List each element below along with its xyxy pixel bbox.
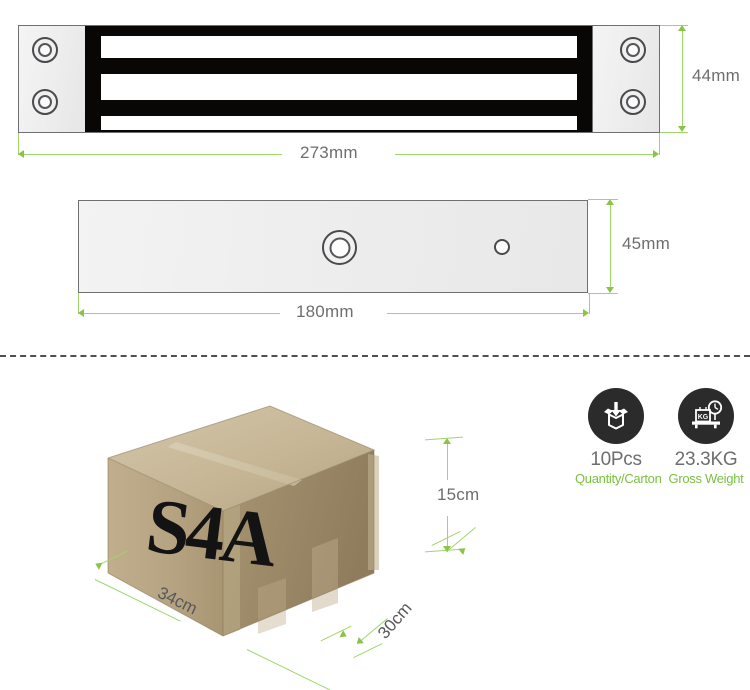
magnet-body [85,25,593,133]
pin-hole-icon [494,239,510,255]
weighing-scale-icon: KG [678,388,734,444]
carton-length-dimension: 34cm [93,545,355,690]
side-view-drawing [78,200,588,293]
spec-quantity-per-carton: 10Pcs Quantity/Carton [575,388,662,488]
front-view-width-label: 273mm [300,143,358,162]
screw-hole-icon [620,89,646,115]
side-view-width-dimension: 180mm [74,293,594,329]
magnet-slot [101,116,577,130]
magnet-slot [101,74,577,100]
spec-weight-caption: Gross Weight [668,470,744,486]
carton-height-dimension: 15cm [425,430,515,560]
screw-hole-icon [620,37,646,63]
front-view-drawing [18,25,660,133]
spec-gross-weight: KG 23.3KG Gross Weight [665,388,747,488]
section-divider [0,355,750,357]
spec-quantity-caption: Quantity/Carton [575,470,662,486]
side-view-height-dimension: 45mm [588,199,683,295]
spec-quantity-value: 10Pcs [590,449,642,470]
carton-length-label: 34cm [154,583,201,619]
magnet-slot [101,36,577,58]
mounting-plate-left [18,25,86,133]
side-view-height-label: 45mm [622,234,671,253]
box-with-down-arrow-icon [588,388,644,444]
screw-hole-icon [32,89,58,115]
front-view-height-label: 44mm [692,66,741,85]
mounting-plate-right [592,25,660,133]
screw-hole-icon [32,37,58,63]
carton-depth-dimension: 30cm [352,526,482,658]
carton-shape [107,405,379,637]
front-view-width-dimension: 273mm [14,133,664,169]
side-view-width-label: 180mm [296,302,354,321]
center-mount-hole-icon [322,230,357,265]
packing-spec-group: 10Pcs Quantity/Carton KG [575,388,750,488]
carton-height-label: 15cm [437,485,480,504]
carton-depth-label: 30cm [374,598,416,643]
spec-weight-value: 23.3KG [674,449,738,470]
svg-text:KG: KG [698,414,709,421]
front-view-height-dimension: 44mm [660,25,750,135]
carton-illustration: S4A [80,398,460,648]
